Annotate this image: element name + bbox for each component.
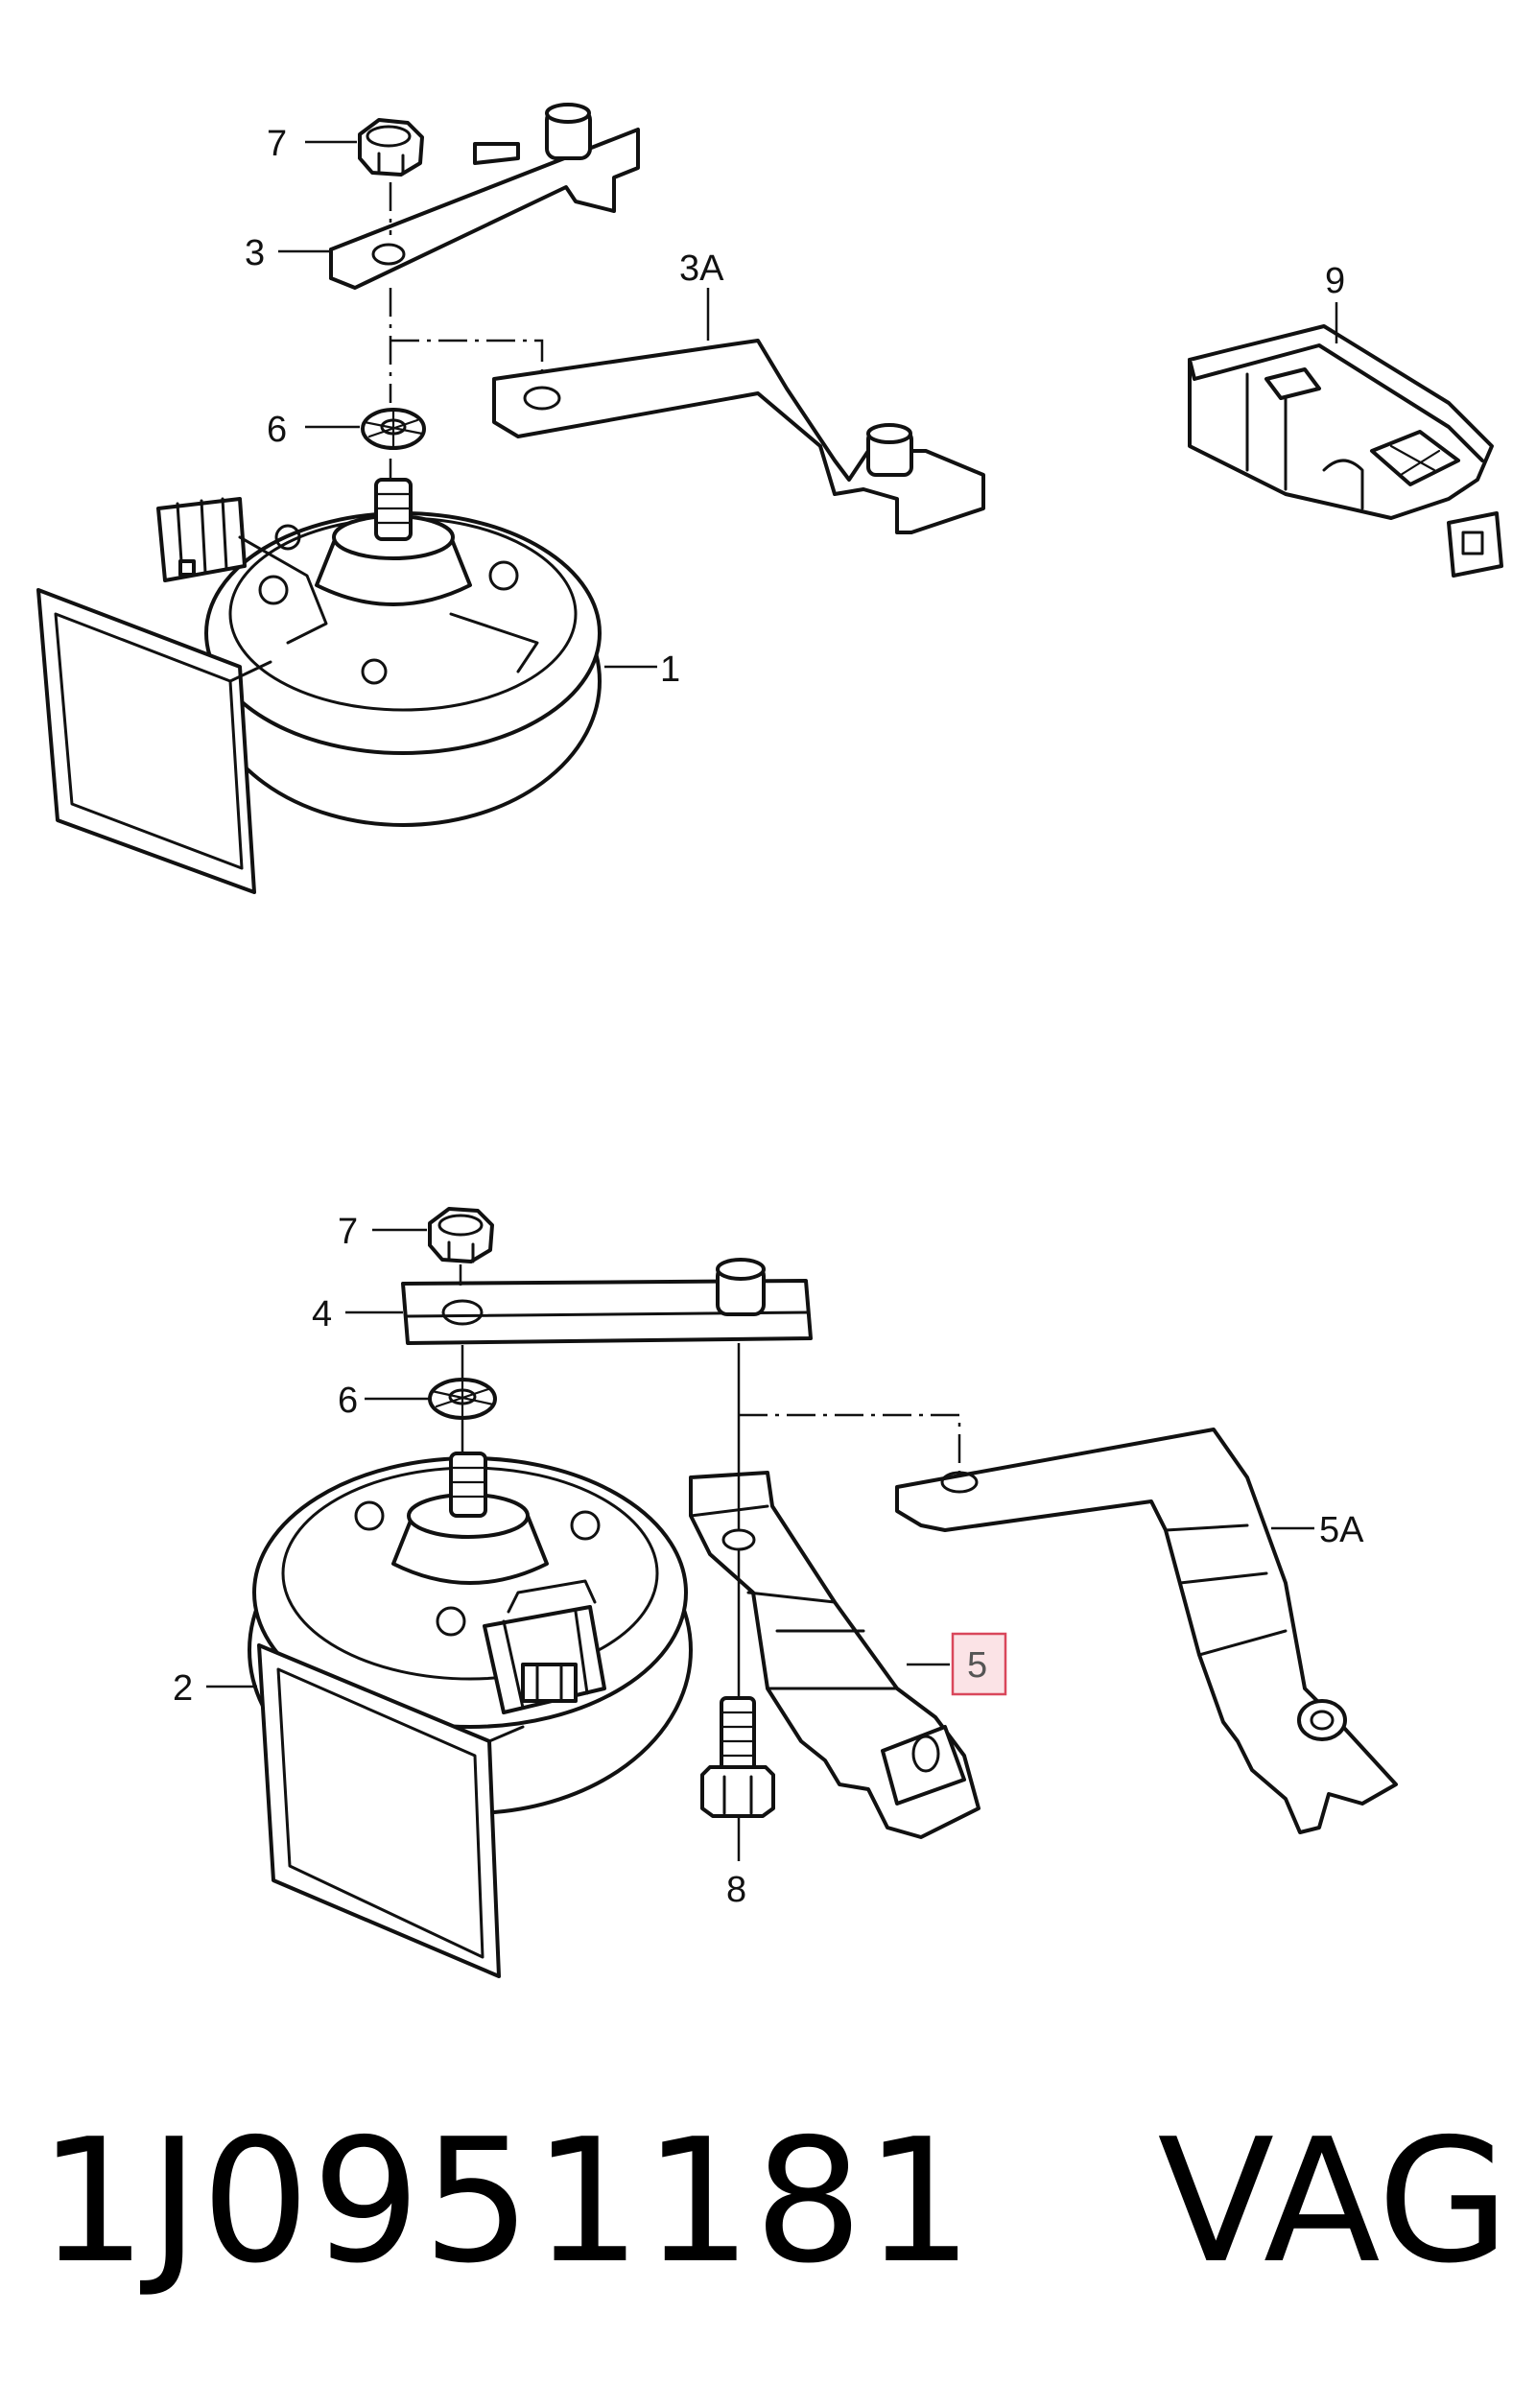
brand-name: VAG — [1157, 2102, 1510, 2301]
callout-9[interactable]: 9 — [1325, 261, 1345, 301]
nut-7-top — [358, 118, 424, 177]
callout-2[interactable]: 2 — [173, 1668, 193, 1709]
callout-7-top[interactable]: 7 — [267, 124, 287, 164]
callout-5a[interactable]: 5A — [1319, 1510, 1364, 1550]
horn-2 — [248, 1452, 693, 1978]
callout-5-highlight — [951, 1632, 1007, 1696]
callout-3a[interactable]: 3A — [679, 248, 724, 289]
callout-4[interactable]: 4 — [312, 1294, 332, 1334]
bracket-4 — [401, 1258, 813, 1345]
horn-2-connector — [483, 1579, 606, 1714]
callout-7-bottom[interactable]: 7 — [338, 1212, 358, 1252]
bolt-8 — [700, 1696, 775, 1818]
washer-6-bottom — [428, 1377, 497, 1420]
bracket-3 — [329, 103, 640, 290]
footer: 1J0951181 VAG — [38, 2102, 1509, 2301]
part-number: 1J0951181 — [38, 2102, 976, 2301]
callout-6-bottom[interactable]: 6 — [338, 1381, 358, 1421]
washer-6-top — [361, 408, 426, 450]
nut-7-bottom — [428, 1207, 494, 1263]
callout-6-top[interactable]: 6 — [267, 410, 287, 450]
callout-1[interactable]: 1 — [660, 649, 680, 690]
callout-5[interactable]: 5 — [967, 1645, 987, 1686]
bracket-3a — [492, 339, 985, 534]
horn-1 — [36, 478, 602, 894]
horn-1-connector — [156, 497, 247, 582]
switch-9 — [1188, 324, 1503, 578]
callout-8[interactable]: 8 — [726, 1870, 746, 1910]
bracket-5a — [895, 1428, 1398, 1834]
callout-3[interactable]: 3 — [245, 233, 265, 273]
